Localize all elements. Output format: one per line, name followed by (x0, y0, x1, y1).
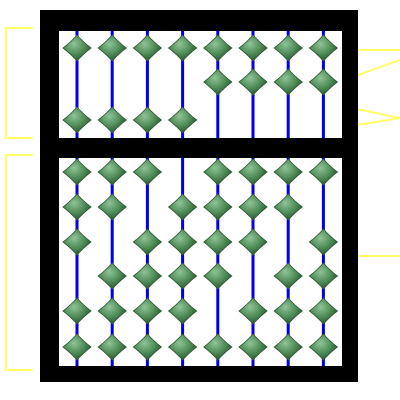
abacus-frame (40, 10, 358, 382)
upper-bead-r1-c1[interactable] (62, 34, 92, 62)
lower-bead-r3-c3[interactable] (132, 228, 163, 256)
lower-bead-r4-c2[interactable] (97, 262, 127, 290)
lower-bead-r5-c7[interactable] (273, 297, 303, 325)
upper-bead-r1-c8[interactable] (308, 34, 339, 62)
upper-bead-r3-c1[interactable] (62, 106, 92, 134)
lower-bead-r4-c3[interactable] (132, 262, 163, 290)
lower-bead-r3-c8[interactable] (308, 228, 339, 256)
upper-bead-r1-c2[interactable] (97, 34, 127, 62)
lower-bead-r6-c2[interactable] (97, 333, 127, 361)
upper-bead-r1-c5[interactable] (203, 34, 233, 62)
lower-bead-r2-c7[interactable] (273, 193, 303, 221)
lower-bead-r5-c6[interactable] (238, 297, 268, 325)
lower-bead-r2-c4[interactable] (167, 193, 198, 221)
lower-bead-r6-c3[interactable] (132, 333, 163, 361)
lower-bead-r4-c7[interactable] (273, 262, 303, 290)
lower-deck-background (59, 158, 342, 366)
lower-bead-r2-c6[interactable] (238, 193, 268, 221)
lower-bead-r1-c6[interactable] (238, 158, 268, 186)
upper-bead-r3-c4[interactable] (167, 106, 198, 134)
lower-bead-r1-c5[interactable] (203, 158, 233, 186)
upper-bead-r2-c5[interactable] (203, 68, 233, 96)
lower-bead-r3-c5[interactable] (203, 228, 233, 256)
lower-bead-r5-c1[interactable] (62, 297, 92, 325)
upper-bead-r3-c3[interactable] (132, 106, 163, 134)
lower-bead-r4-c5[interactable] (203, 262, 233, 290)
lower-bead-r6-c7[interactable] (273, 333, 303, 361)
upper-bead-r1-c7[interactable] (273, 34, 303, 62)
lower-bead-r2-c2[interactable] (97, 193, 127, 221)
lower-bead-r6-c1[interactable] (62, 333, 92, 361)
upper-bead-r1-c3[interactable] (132, 34, 163, 62)
lower-bead-r1-c2[interactable] (97, 158, 127, 186)
beads-layer (62, 34, 339, 361)
lower-deck-bracket (5, 154, 33, 371)
upper-bead-r2-c8[interactable] (308, 68, 339, 96)
lower-bead-r6-c4[interactable] (167, 333, 198, 361)
lower-bead-r1-c1[interactable] (62, 158, 92, 186)
upper-bead-r3-c2[interactable] (97, 106, 127, 134)
lower-bead-r5-c4[interactable] (167, 297, 198, 325)
lower-bead-r6-c5[interactable] (203, 333, 233, 361)
upper-bead-r1-c4[interactable] (167, 34, 198, 62)
lower-bead-r5-c2[interactable] (97, 297, 127, 325)
lower-bead-r5-c3[interactable] (132, 297, 163, 325)
lower-bead-r4-c8[interactable] (308, 262, 339, 290)
lower-bead-r1-c8[interactable] (308, 158, 339, 186)
lower-bead-r6-c8[interactable] (308, 333, 339, 361)
upper-bead-r2-c7[interactable] (273, 68, 303, 96)
lower-bead-r6-c6[interactable] (238, 333, 268, 361)
upper-bead-r1-c6[interactable] (238, 34, 268, 62)
lower-bead-r1-c7[interactable] (273, 158, 303, 186)
lower-bead-r4-c4[interactable] (167, 262, 198, 290)
lower-bead-r2-c5[interactable] (203, 193, 233, 221)
lower-bead-r2-c1[interactable] (62, 193, 92, 221)
lower-bead-r1-c3[interactable] (132, 158, 163, 186)
lower-bead-r3-c1[interactable] (62, 228, 92, 256)
upper-bead-r2-c6[interactable] (238, 68, 268, 96)
lower-bead-r3-c6[interactable] (238, 228, 268, 256)
upper-deck-bracket (5, 27, 33, 139)
lower-bead-r3-c4[interactable] (167, 228, 198, 256)
lower-bead-r5-c8[interactable] (308, 297, 339, 325)
